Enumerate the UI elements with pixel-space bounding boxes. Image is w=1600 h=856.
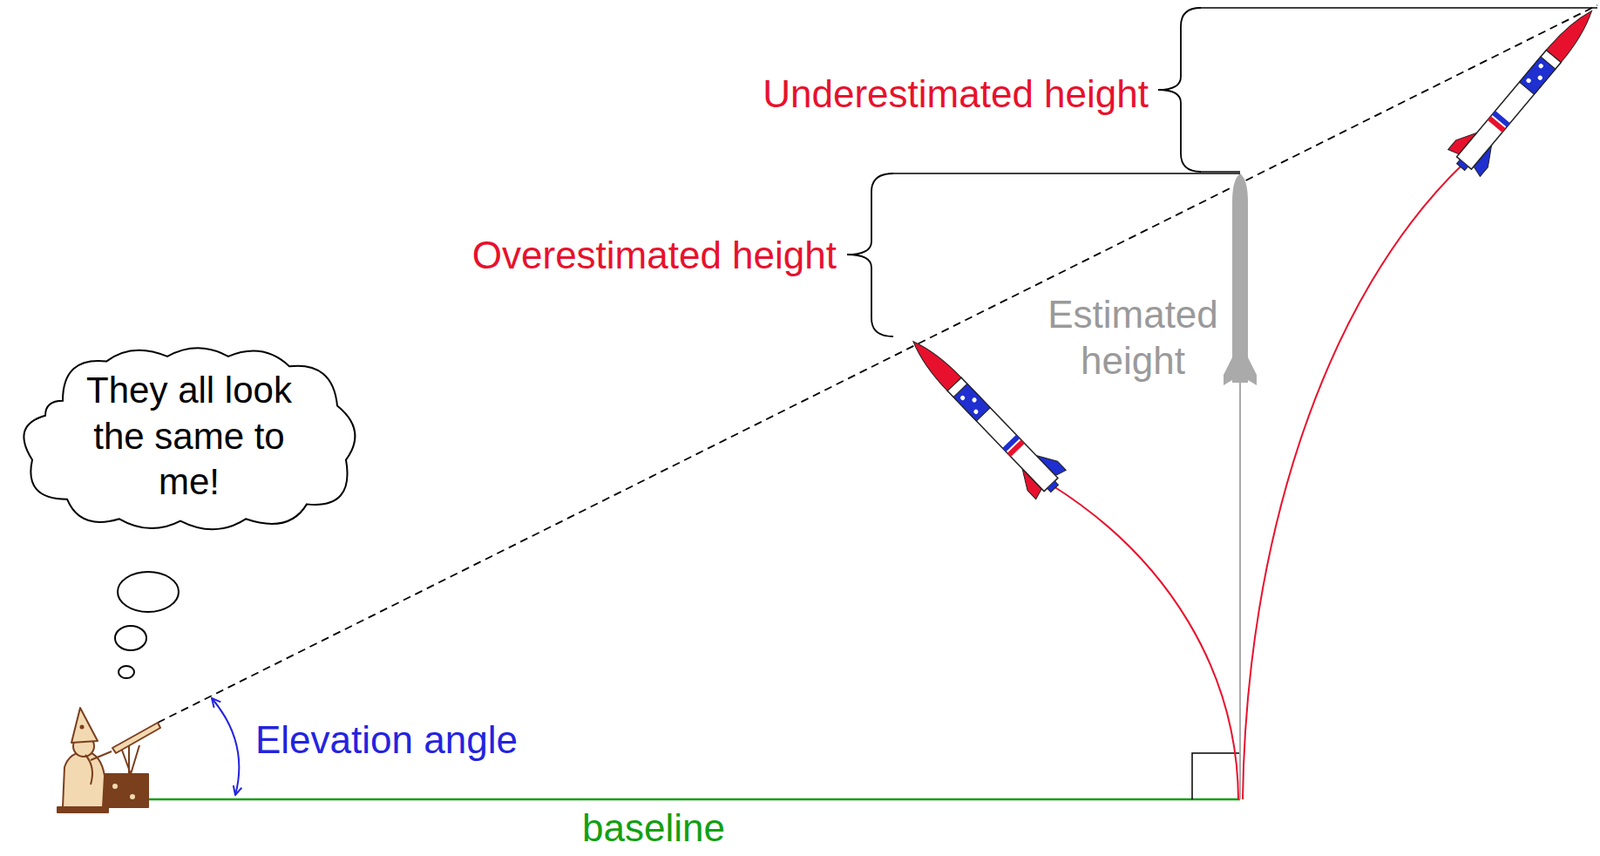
astronomer bbox=[57, 707, 161, 813]
brace bbox=[1158, 7, 1201, 172]
cloud-shape bbox=[23, 347, 355, 529]
angle-label: Elevation angle bbox=[255, 717, 518, 764]
trajectory bbox=[1242, 162, 1465, 800]
angle-arc bbox=[211, 698, 239, 795]
reference-line bbox=[1200, 170, 1241, 173]
reference-line bbox=[1200, 6, 1598, 9]
baseline-label: baseline bbox=[582, 805, 726, 852]
thought-bubble bbox=[118, 665, 135, 678]
height-label: Underestimated height bbox=[762, 71, 1149, 118]
right-angle-mark bbox=[1192, 752, 1241, 800]
estimated-rocket bbox=[1223, 173, 1257, 800]
thought-bubble bbox=[115, 625, 147, 651]
thought-cloud: They all look the same to me! bbox=[10, 341, 368, 532]
rocket bbox=[898, 326, 1071, 503]
baseline-line bbox=[148, 798, 1241, 801]
height-label: Estimated height bbox=[1035, 291, 1232, 385]
sight-line bbox=[157, 5, 1598, 723]
trajectory bbox=[1050, 484, 1239, 800]
rocket bbox=[1444, 0, 1600, 181]
height-label: Overestimated height bbox=[472, 232, 837, 279]
brace bbox=[847, 173, 894, 337]
thought-bubble bbox=[117, 571, 179, 612]
thought-text: They all look the same to me! bbox=[74, 367, 304, 506]
reference-line bbox=[893, 172, 1241, 175]
